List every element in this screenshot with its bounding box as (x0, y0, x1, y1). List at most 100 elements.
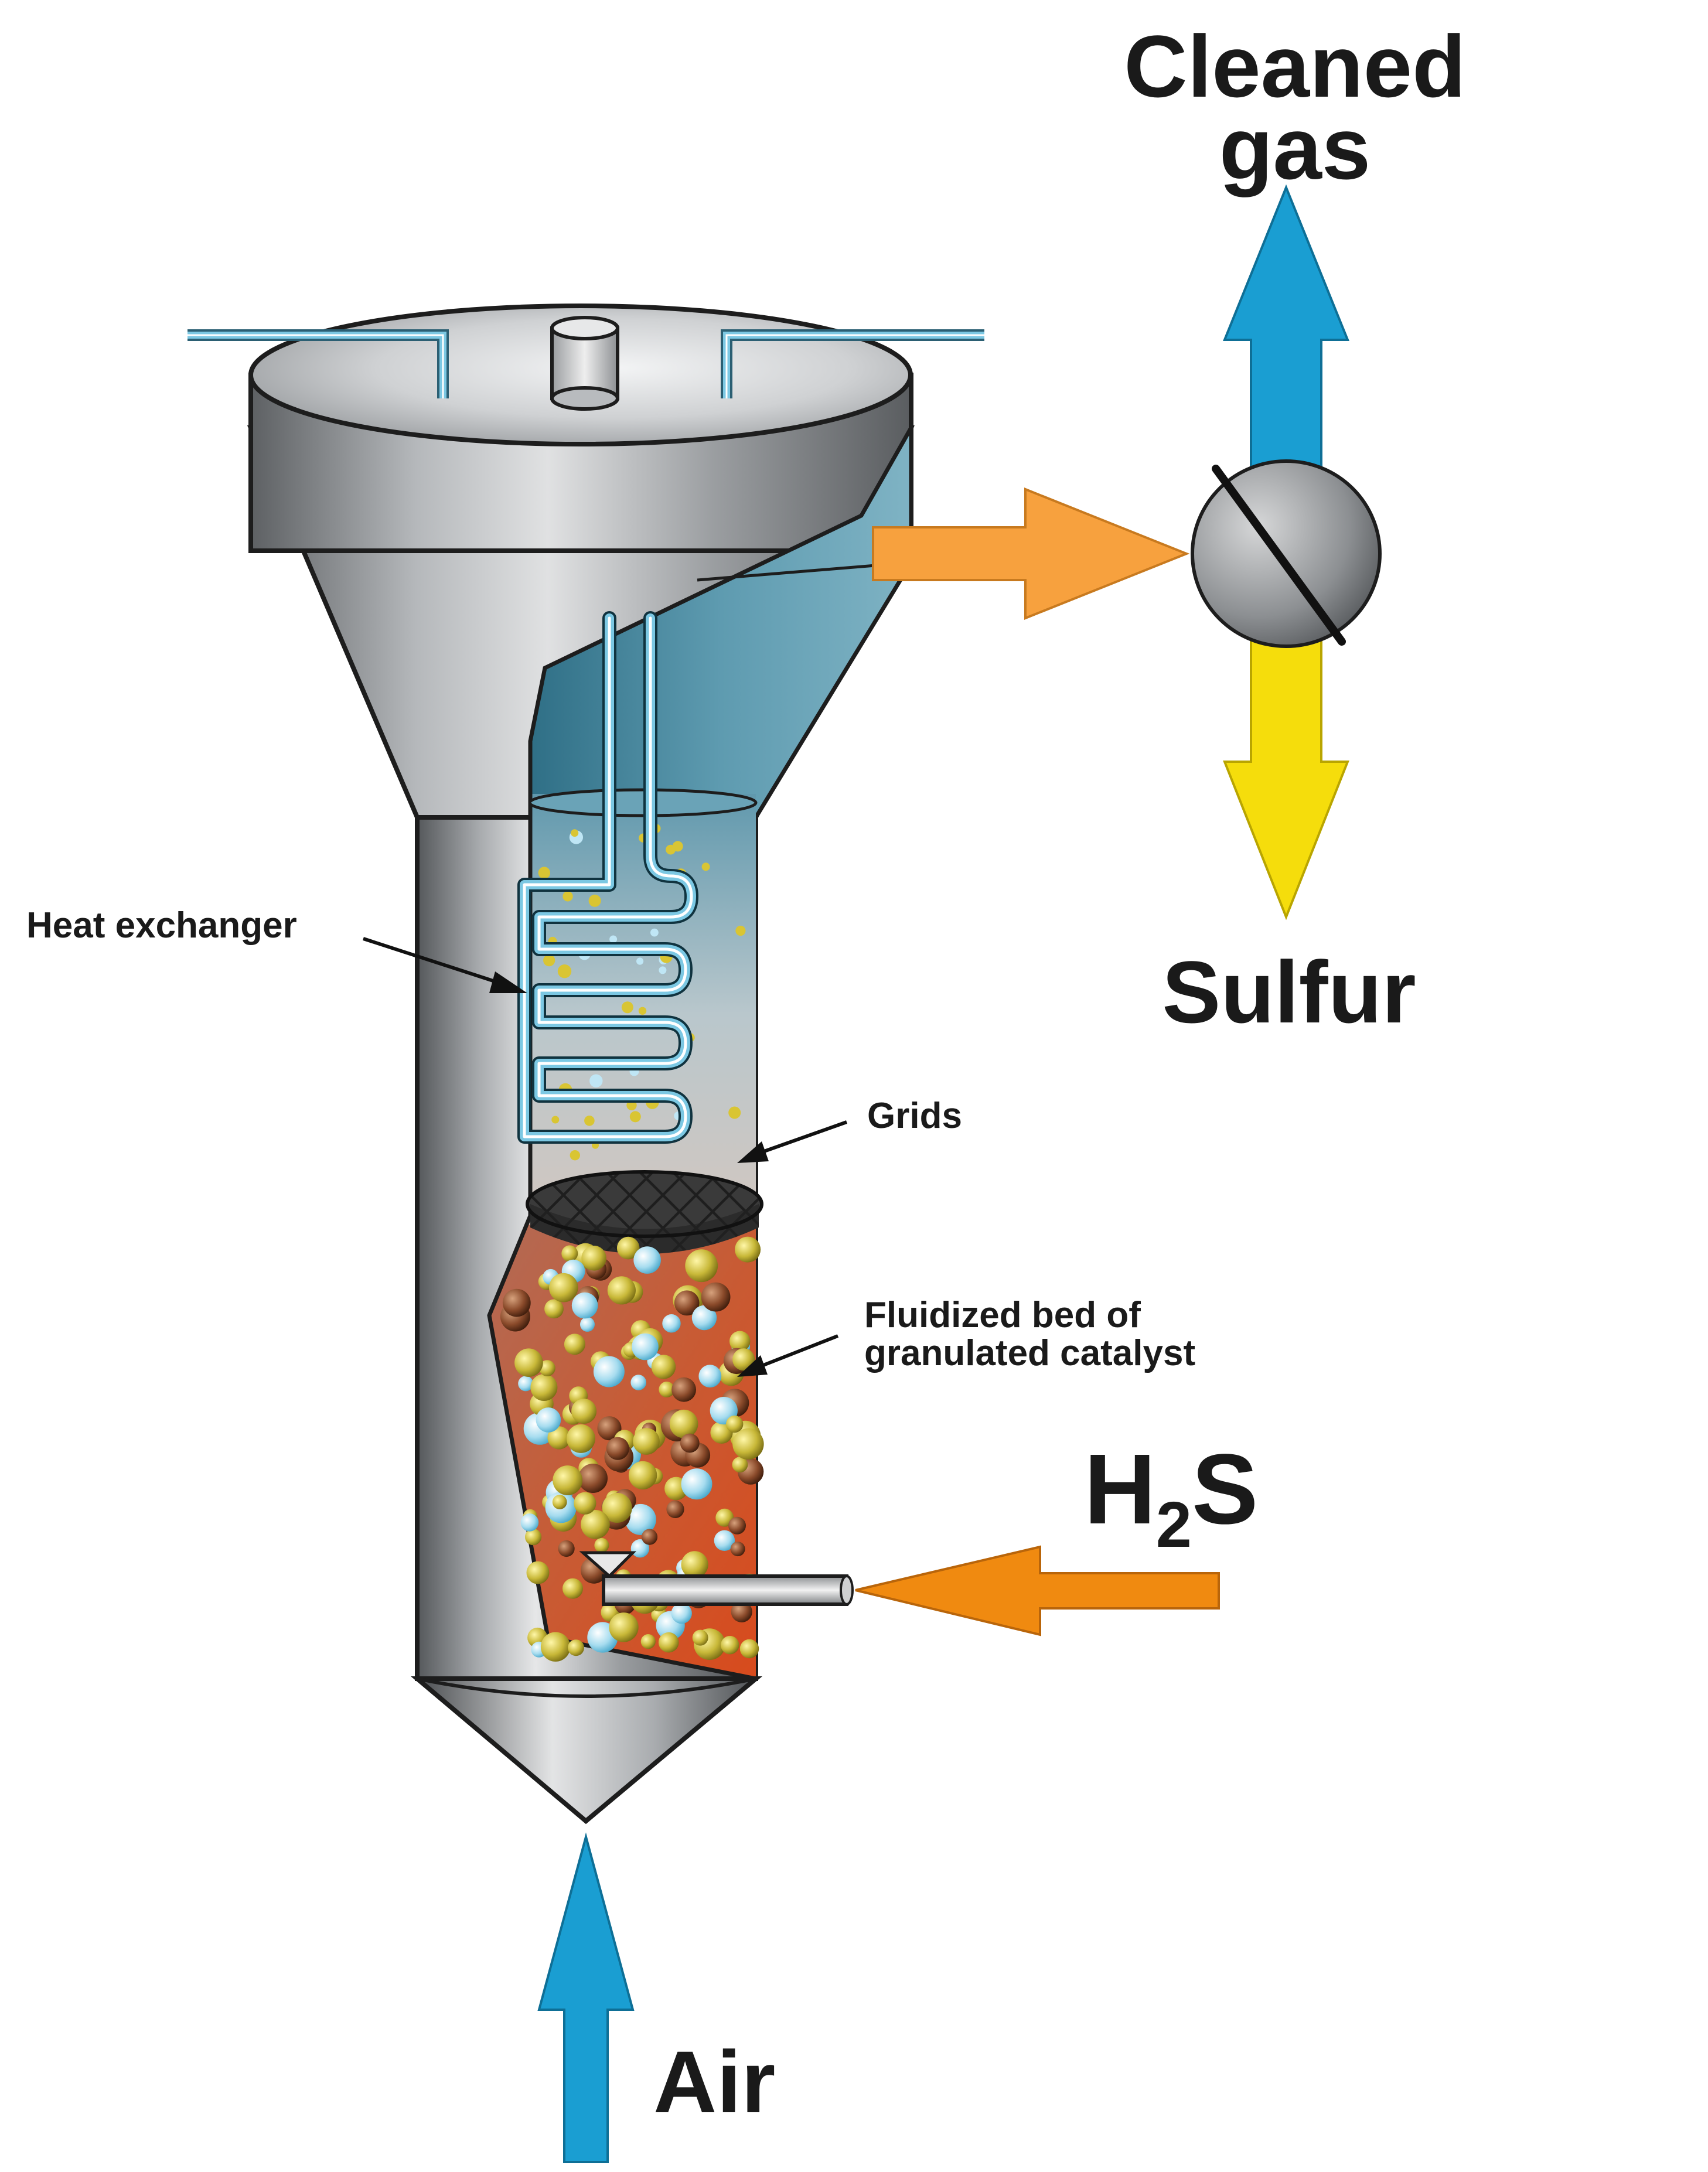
catalyst-particle (691, 1305, 717, 1331)
catalyst-particle (731, 1601, 752, 1622)
catalyst-particle (726, 1415, 744, 1433)
catalyst-particle (553, 1465, 583, 1495)
catalyst-particle (609, 1612, 639, 1642)
heat-exchanger-label: Heat exchanger (26, 905, 297, 946)
particle (609, 935, 618, 943)
catalyst-particle (732, 1457, 748, 1473)
fluidized-bed-label-line2: granulated catalyst (864, 1333, 1195, 1373)
particle (589, 1074, 603, 1087)
catalyst-particle (651, 1355, 676, 1379)
catalyst-particle (674, 1290, 700, 1316)
particle (701, 862, 710, 871)
particle (636, 957, 644, 965)
particle (666, 844, 676, 855)
catalyst-particle (681, 1468, 712, 1500)
reactor-top-cap (550, 316, 619, 411)
catalyst-particle (549, 1273, 578, 1302)
catalyst-particle (698, 1365, 722, 1388)
callout-lines (363, 937, 848, 1377)
head-cutaway (528, 420, 913, 820)
air-arrow (537, 1832, 635, 2163)
particle (728, 1106, 741, 1119)
fluidized-bed-label-line1: Fluidized bed of (864, 1295, 1141, 1335)
coolant-pipe-right (721, 329, 984, 398)
catalyst-particle (526, 1561, 550, 1584)
catalyst-particle (628, 1461, 657, 1490)
catalyst-particle (594, 1537, 609, 1553)
catalyst-particle (729, 1331, 751, 1352)
particle (659, 966, 667, 974)
heat-exchanger-coil (517, 611, 698, 1144)
catalyst-particle (666, 1500, 684, 1518)
catalyst-particle (680, 1433, 700, 1453)
catalyst-particle (602, 1493, 632, 1523)
particle (650, 928, 659, 937)
catalyst-particle (552, 1495, 567, 1510)
catalyst-particle (536, 1407, 561, 1433)
reactor-bottom-cone (411, 1676, 763, 1825)
catalyst-particle (606, 1437, 629, 1460)
catalyst-particle (630, 1375, 646, 1390)
catalyst-particle (632, 1333, 659, 1361)
particle (629, 1111, 641, 1123)
particle (584, 1116, 595, 1126)
h2s-label-h: H (1084, 1434, 1156, 1545)
catalyst-particle (566, 1424, 595, 1453)
catalyst-particle (564, 1334, 585, 1355)
separator-valve (1191, 459, 1382, 648)
grid-mesh (526, 1170, 763, 1254)
catalyst-particle (539, 1360, 555, 1377)
catalyst-particle (540, 1632, 571, 1662)
grids-label: Grids (867, 1096, 962, 1136)
catalyst-particles (500, 1236, 764, 1662)
h2s-inlet-pipe (579, 1551, 854, 1606)
catalyst-particle (547, 1426, 571, 1450)
catalyst-particle (671, 1377, 696, 1402)
catalyst-particle (581, 1510, 610, 1539)
catalyst-particle (681, 1551, 708, 1578)
particle (638, 1007, 647, 1015)
catalyst-particle (701, 1282, 731, 1312)
catalyst-particle (530, 1374, 558, 1401)
catalyst-particle (714, 1530, 735, 1551)
catalyst-particle (581, 1246, 606, 1271)
catalyst-particle (669, 1409, 698, 1438)
catalyst-particle (571, 1292, 598, 1319)
catalyst-particle (630, 1539, 650, 1558)
catalyst-particle (633, 1428, 660, 1455)
catalyst-particle (561, 1245, 578, 1262)
catalyst-particle (721, 1636, 739, 1655)
catalyst-particle (732, 1428, 764, 1460)
particle (588, 894, 601, 907)
particle (543, 954, 555, 967)
catalyst-particle (735, 1236, 761, 1263)
catalyst-particle (616, 1236, 640, 1260)
catalyst-particle (641, 1529, 658, 1545)
catalyst-particle (593, 1356, 625, 1387)
catalyst-particle (633, 1246, 661, 1274)
catalyst-particle (625, 1503, 656, 1535)
sulfur-arrow (1223, 614, 1349, 920)
catalyst-particle (580, 1317, 595, 1332)
catalyst-particle (514, 1348, 543, 1377)
particle (571, 829, 579, 837)
catalyst-particle (732, 1348, 755, 1371)
catalyst-particle (525, 1529, 542, 1546)
particle (557, 964, 572, 978)
h2s-label-s: S (1192, 1434, 1258, 1545)
reactor-vessel (247, 304, 915, 1825)
catalyst-particle (574, 1492, 596, 1515)
catalyst-particle (730, 1542, 745, 1557)
air-label: Air (653, 2033, 775, 2131)
cleaned-gas-label-line2: gas (1219, 99, 1371, 197)
particle (621, 1001, 633, 1014)
catalyst-particle (518, 1376, 534, 1392)
catalyst-particle (659, 1382, 675, 1397)
catalyst-particle (739, 1639, 759, 1659)
sulfur-label: Sulfur (1162, 943, 1416, 1041)
catalyst-particle (558, 1540, 575, 1557)
outlet-arrow (872, 487, 1190, 620)
shaft-inner-top-rim (528, 788, 758, 817)
catalyst-particle (578, 1464, 608, 1493)
catalyst-particle (692, 1629, 708, 1646)
